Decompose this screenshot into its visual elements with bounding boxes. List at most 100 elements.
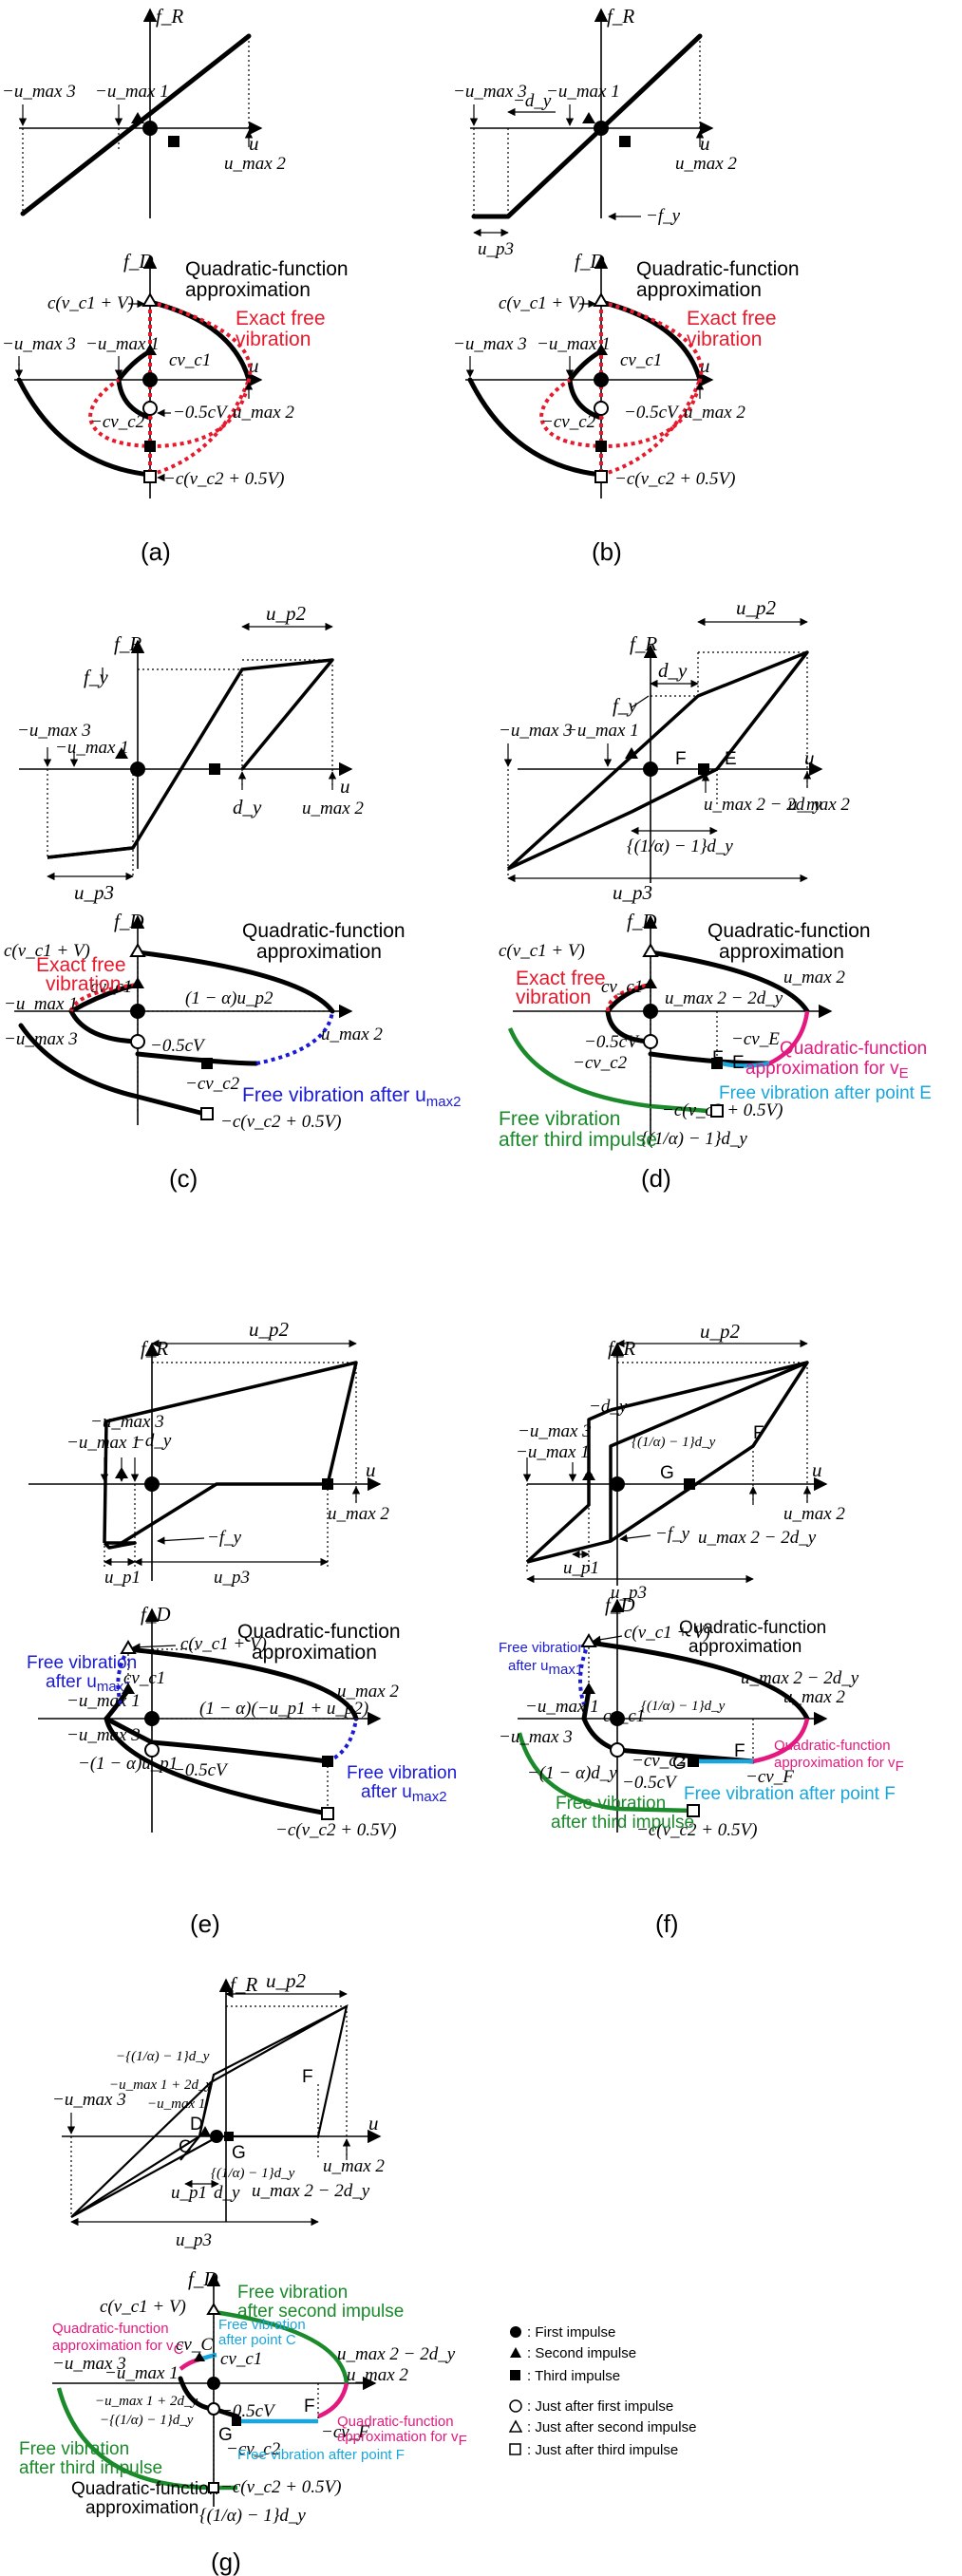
first-impulse-marker xyxy=(130,1004,145,1019)
up1-label: u_p1 xyxy=(171,2183,207,2203)
quad-approx-vF-label-1: Quadratic-function xyxy=(337,2414,454,2430)
umax2-2dy-label: u_max 2 − 2d_y xyxy=(741,1668,859,1688)
quad-approx-label-1: Quadratic-function xyxy=(679,1618,826,1638)
point-C-label: C xyxy=(179,2137,192,2157)
u-axis-label: u xyxy=(812,1458,822,1481)
first-impulse-marker xyxy=(207,2377,220,2390)
neg-umax1-label: −u_max 1 xyxy=(55,738,129,758)
fD-axis-label: f_D xyxy=(123,250,154,273)
umax2-label: u_max 2 xyxy=(321,1025,383,1044)
point-E-label: E xyxy=(732,1053,745,1073)
marker-legend: : First impulse : Second impulse : Third… xyxy=(508,2324,696,2458)
free-vibration-after-umax1 xyxy=(116,1647,130,1707)
third-impulse-marker xyxy=(684,1478,695,1490)
legend-first-impulse: : First impulse xyxy=(527,2324,615,2341)
tick xyxy=(631,695,650,708)
quad-approx-label-1: Quadratic-function xyxy=(242,920,406,942)
quadratic-approx-lower xyxy=(467,377,604,478)
fR-axis-label: f_R xyxy=(607,5,634,28)
free-after-umax1-label-1: Free vibration xyxy=(499,1640,586,1656)
exact-label-1: Exact free xyxy=(516,968,606,989)
third-impulse-marker xyxy=(144,441,156,452)
quadratic-approx-for-vE xyxy=(767,1010,810,1066)
panel-e-force-displacement-plot: f_R u_p2 −u_max 3 −u_max 1 −d_y u_max 2 … xyxy=(28,1318,389,1588)
quad-approx-black-label-1: Quadratic-function xyxy=(71,2479,218,2499)
just-after-first-marker xyxy=(144,1742,160,1758)
hysteresis-loop-outer xyxy=(526,1361,809,1564)
exact-free-vibration-lower xyxy=(600,379,702,477)
neg-umax1-label: −u_max 1 xyxy=(85,334,160,354)
cvc2-label: −cv_c2 xyxy=(226,2439,281,2459)
dy-label: d_y xyxy=(214,2183,240,2203)
caption-a: (a) xyxy=(141,537,171,566)
second-impulse-marker xyxy=(122,1683,135,1694)
quad-approx-label-1: Quadratic-function xyxy=(237,1621,401,1643)
quad-approx-vE-label-1: Quadratic-function xyxy=(780,1039,927,1059)
free-vibration-after-second-impulse xyxy=(213,2309,349,2384)
free-after-F-label: Free vibration after point F xyxy=(684,1784,896,1804)
u-axis-label: u xyxy=(700,354,710,377)
umax2-label: u_max 2 xyxy=(302,799,364,818)
umax2-2dy-label: u_max 2 − 2d_y xyxy=(252,2181,370,2201)
third-impulse-marker xyxy=(168,136,179,147)
dy-label: d_y xyxy=(233,796,262,818)
second-impulse-marker xyxy=(594,344,608,355)
legend-open-triangle xyxy=(508,2419,523,2433)
neg-umax3-label: −u_max 3 xyxy=(66,1725,141,1745)
up3-label: u_p3 xyxy=(74,881,114,904)
third-impulse-marker xyxy=(619,136,631,147)
neg-c-vc2-label: −c(v_c2 + 0.5V) xyxy=(275,1820,396,1840)
bilinear-hysteresis xyxy=(47,658,334,859)
caption-f: (f) xyxy=(655,1909,679,1938)
just-after-first-marker xyxy=(130,1034,145,1049)
third-impulse-marker xyxy=(209,763,220,775)
first-impulse-marker xyxy=(643,762,658,777)
cv-C-label: cv_C xyxy=(176,2335,213,2355)
exact-label-2: vibration xyxy=(687,329,762,350)
neg-cvc2-label: −cv_c2 xyxy=(573,1053,628,1073)
neg-umax3-label: −u_max 3 xyxy=(453,334,527,354)
second-impulse-marker xyxy=(582,1683,595,1694)
neg-c-vc2-label: −c(v_c2 + 0.5V) xyxy=(220,2477,341,2497)
free-after-umax2-label: Free vibration after umax2 xyxy=(242,1084,461,1110)
quad-approx-label-2: approximation xyxy=(252,1642,377,1664)
second-impulse-marker xyxy=(194,2352,205,2361)
free-after-third-label-2: after third impulse xyxy=(499,1129,657,1151)
panel-b-force-displacement-plot: f_R u −u_max 3 −u_max 1 −d_y u_max 2 −f_… xyxy=(453,5,737,259)
umax2-label: u_max 2 xyxy=(224,154,286,174)
up3-label: u_p3 xyxy=(176,2230,212,2250)
panel-g-force-displacement-plot: f_R u_p2 −{(1/α) − 1}d_y −u_max 1 + 2d_y… xyxy=(52,1969,385,2250)
quad-approx-vF-label-2: approximation for vF xyxy=(337,2429,467,2449)
neg-c-vc2-label: −c(v_c2 + 0.5V) xyxy=(636,1820,757,1840)
first-impulse-marker xyxy=(144,1476,160,1492)
panel-d: f_R u_p2 d_y f_y −u_max 3 −u_max 1 F E u… xyxy=(499,596,932,1193)
first-impulse-marker xyxy=(142,121,158,136)
umax2-label: u_max 2 xyxy=(233,403,294,423)
quad-approx-label-2: approximation xyxy=(636,279,762,301)
neg05cV-label: −0.5cV xyxy=(173,1760,229,1780)
first-impulse-marker xyxy=(594,372,609,387)
c-vc1-V-label: c(v_c1 + V) xyxy=(499,293,585,313)
neg-fy-label: −f_y xyxy=(207,1528,242,1548)
umax2-label: u_max 2 xyxy=(675,154,737,174)
exact-free-vibration-curve xyxy=(538,300,704,449)
c-vc1-V-label: c(v_c1 + V) xyxy=(180,1634,267,1654)
neg-cvF-label: −cv_F xyxy=(745,1767,794,1787)
free-after-umax2-label-2: after umax2 xyxy=(361,1782,447,1805)
free-after-E-label: Free vibration after point E xyxy=(719,1083,932,1103)
fR-axis-label: f_R xyxy=(156,5,183,28)
neg-umax1-label: −u_max 1 xyxy=(147,2097,205,2112)
just-after-second-marker xyxy=(120,1640,137,1654)
umax2-label: u_max 2 xyxy=(788,795,850,815)
third-impulse-marker xyxy=(232,2416,241,2426)
neg-umax3-label: −u_max 3 xyxy=(499,1727,573,1747)
neg-c-vc2-label: −c(v_c2 + 0.5V) xyxy=(163,469,284,489)
point-G-label: G xyxy=(218,2425,233,2445)
point-D-label: D xyxy=(190,2115,203,2134)
umax2-label: u_max 2 xyxy=(783,1687,845,1707)
fy-label: f_y xyxy=(84,666,108,688)
neg-dy-label: −d_y xyxy=(589,1397,628,1417)
third-impulse-marker xyxy=(224,2132,234,2141)
free-vibration-after-umax1 xyxy=(578,1642,591,1705)
up2-label: u_p2 xyxy=(736,596,777,619)
